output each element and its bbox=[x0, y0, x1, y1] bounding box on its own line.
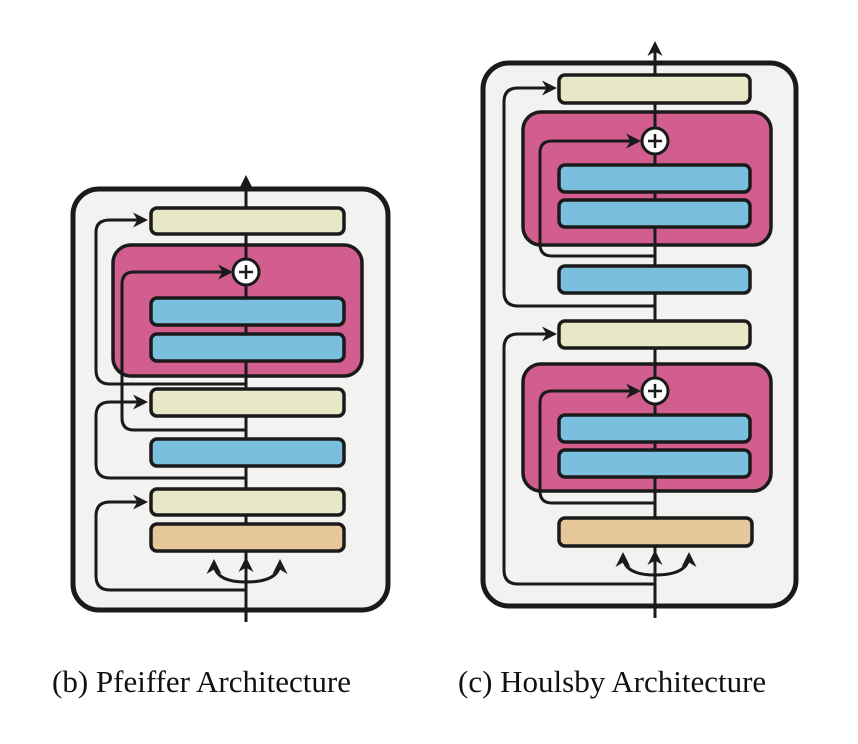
houlsby-residual-arrow-top bbox=[502, 80, 655, 308]
pfeiffer-residual-arrow-top bbox=[94, 212, 246, 386]
houlsby-adapter-bottom-feed-forward-1 bbox=[557, 413, 752, 444]
houlsby-diagram bbox=[480, 41, 799, 618]
houlsby-add-icon-bottom bbox=[640, 376, 670, 406]
houlsby-caption: (c) Houlsby Architecture bbox=[458, 664, 767, 699]
houlsby-layer-norm-mid bbox=[557, 319, 752, 350]
houlsby-adapter-top-feed-forward-1 bbox=[557, 163, 752, 194]
pfeiffer-caption: (b) Pfeiffer Architecture bbox=[52, 664, 351, 699]
houlsby-adapter-bottom-skip-arrow bbox=[538, 383, 655, 505]
pfeiffer-residual-arrow-mid bbox=[94, 394, 246, 480]
pfeiffer-add-icon bbox=[231, 257, 261, 287]
pfeiffer-qkv-split-arrows bbox=[206, 557, 288, 584]
pfeiffer-residual-arrow-bottom bbox=[94, 494, 246, 592]
houlsby-adapter-top-skip-arrow bbox=[538, 133, 655, 258]
pfeiffer-adapter-feed-forward-1 bbox=[149, 296, 346, 327]
houlsby-adapter-top-feed-forward-2 bbox=[557, 198, 752, 229]
pfeiffer-layer-norm-bottom bbox=[149, 487, 346, 517]
pfeiffer-feed-forward bbox=[149, 437, 346, 468]
pfeiffer-adapter-skip-arrow bbox=[120, 264, 246, 432]
pfeiffer-adapter-feed-forward-2 bbox=[149, 332, 346, 363]
pfeiffer-diagram bbox=[70, 175, 391, 622]
pfeiffer-multi-head-attention bbox=[149, 522, 346, 553]
houlsby-add-icon-top bbox=[640, 126, 670, 156]
houlsby-layer-norm-top bbox=[557, 73, 752, 105]
houlsby-residual-arrow-bottom bbox=[502, 326, 655, 586]
pfeiffer-layer-norm-mid bbox=[149, 387, 346, 418]
houlsby-feed-forward bbox=[557, 264, 752, 295]
pfeiffer-layer-norm-top bbox=[149, 206, 346, 236]
houlsby-multi-head-attention bbox=[557, 516, 754, 548]
houlsby-adapter-bottom-feed-forward-2 bbox=[557, 448, 752, 479]
houlsby-qkv-split-arrows bbox=[615, 550, 697, 577]
